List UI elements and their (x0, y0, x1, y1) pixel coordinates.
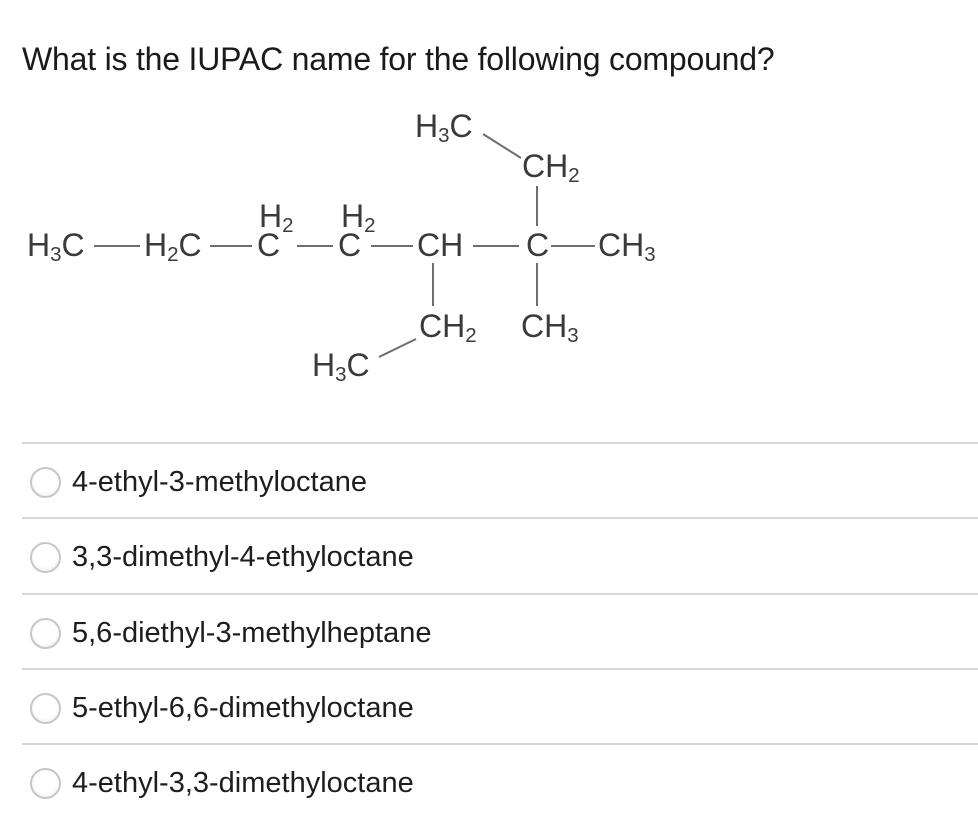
divider (22, 743, 978, 745)
atom-label: H3C (27, 227, 85, 266)
divider (22, 442, 978, 444)
atom-label: CH3 (521, 308, 579, 347)
answer-option-label[interactable]: 5-ethyl-6,6-dimethyloctane (72, 692, 414, 724)
atom-label: C (257, 227, 281, 263)
atom-label: H3C (415, 108, 473, 147)
bond (482, 133, 522, 159)
answer-option-row[interactable]: 5,6-diethyl-3-methylheptane (0, 597, 978, 671)
compound-structure-diagram: H3C H2C H2 C H2 C CH C CH3 H3C CH2 CH2 H… (27, 108, 656, 386)
atom-label: C (526, 227, 550, 263)
radio-button[interactable] (30, 693, 61, 724)
atom-label: C (338, 227, 362, 263)
answer-option-label[interactable]: 4-ethyl-3-methyloctane (72, 466, 367, 498)
answer-option-row[interactable]: 3,3-dimethyl-4-ethyloctane (0, 521, 978, 595)
atom-label: H2C (144, 227, 202, 266)
atom-label: H2 (259, 198, 294, 237)
atom-label: CH2 (522, 148, 580, 187)
atom-label: H2 (341, 198, 376, 237)
answer-option-row[interactable]: 4-ethyl-3,3-dimethyloctane (0, 747, 978, 821)
answer-option-label[interactable]: 5,6-diethyl-3-methylheptane (72, 617, 432, 649)
radio-button[interactable] (30, 618, 61, 649)
bond (378, 338, 417, 358)
atom-label: CH (417, 227, 464, 263)
question-title: What is the IUPAC name for the following… (22, 41, 775, 77)
atom-label: H3C (312, 347, 370, 386)
answer-option-label[interactable]: 3,3-dimethyl-4-ethyloctane (72, 541, 414, 573)
answer-option-row[interactable]: 5-ethyl-6,6-dimethyloctane (0, 672, 978, 746)
radio-button[interactable] (30, 542, 61, 573)
atom-label: CH2 (419, 308, 477, 347)
answer-option-row[interactable]: 4-ethyl-3-methyloctane (0, 446, 978, 520)
divider (22, 517, 978, 519)
radio-button[interactable] (30, 467, 61, 498)
atom-label: CH3 (598, 227, 656, 266)
divider (22, 668, 978, 670)
radio-button[interactable] (30, 768, 61, 799)
answer-option-label[interactable]: 4-ethyl-3,3-dimethyloctane (72, 767, 414, 799)
divider (22, 593, 978, 595)
bond-lines-graphic (94, 133, 595, 358)
